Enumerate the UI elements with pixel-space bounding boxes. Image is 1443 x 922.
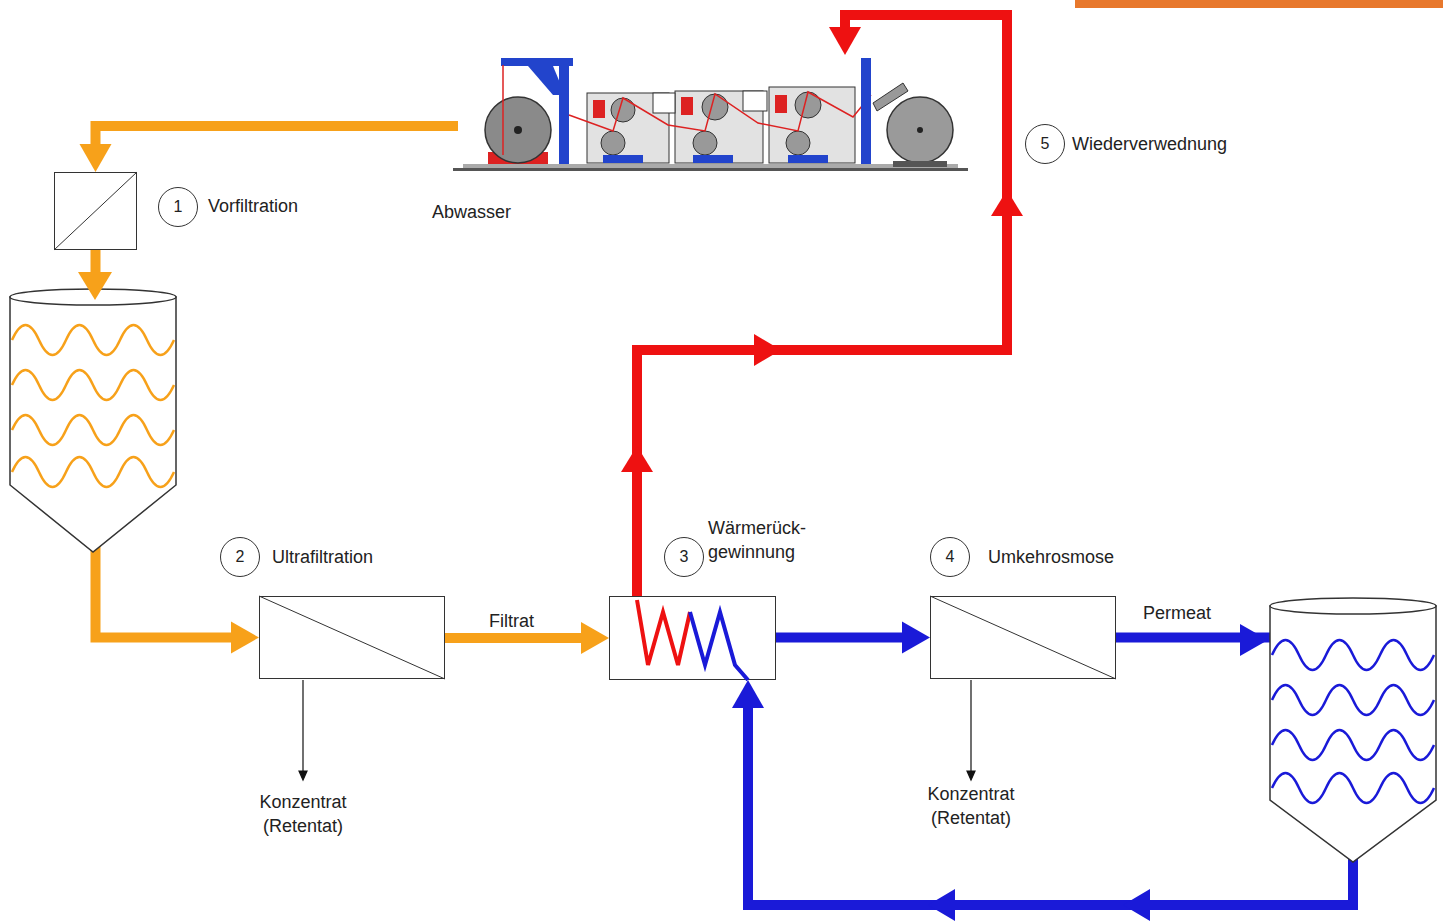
reverse-osmosis-box-art [930, 596, 1116, 679]
tank-blue [1240, 598, 1436, 862]
flow-connector [776, 622, 930, 654]
callout-number: 2 [220, 537, 260, 577]
printing-machine-art [453, 55, 968, 175]
flow-label: Permeat [1141, 602, 1213, 624]
flow-line [96, 126, 454, 146]
node-label: Vorfiltration [208, 194, 298, 218]
node-label: Abwasser [432, 200, 511, 224]
callout-number: 1 [158, 187, 198, 227]
flow-connector [637, 15, 1007, 596]
callout-number: 3 [664, 537, 704, 577]
arrowhead [231, 622, 259, 654]
retentate-label: Konzentrat (Retentat) [247, 790, 359, 838]
arrowhead [581, 622, 609, 654]
callout-number: 4 [930, 537, 970, 577]
arrowhead [732, 680, 764, 708]
heat-exchanger-box-art [609, 596, 776, 680]
tank-orange [10, 272, 176, 552]
ultrafiltration-box-art [259, 596, 445, 679]
node-label: Wärmerück- gewinnung [708, 516, 806, 564]
arrowhead [80, 144, 112, 172]
reuse-label: Wiederverwednung [1072, 132, 1272, 156]
prefilter-box-art [54, 172, 137, 250]
flow-line [776, 633, 904, 643]
flow-line [637, 15, 1007, 596]
flow-line [445, 633, 583, 643]
prefilter-box: 1Vorfiltration [54, 172, 137, 250]
printing-machine: Abwasser [453, 55, 968, 175]
retentate-label: Konzentrat (Retentat) [915, 782, 1027, 830]
node-label: Ultrafiltration [272, 545, 373, 569]
retentate-leader [299, 680, 975, 780]
node-label: Umkehrosmose [988, 545, 1114, 569]
callout-number: 5 [1025, 124, 1065, 164]
flow-connector [80, 126, 454, 172]
arrowhead [902, 622, 930, 654]
arrowhead [829, 27, 861, 55]
ultrafiltration-box: 2Ultrafiltration [259, 596, 445, 679]
reverse-osmosis-box: 4Umkehrosmose [930, 596, 1116, 679]
heat-exchanger-box: 3Wärmerück- gewinnung [609, 596, 776, 680]
flow-label: Filtrat [487, 610, 536, 632]
corner-bar [1075, 0, 1443, 8]
flow-arrowheads [621, 190, 1150, 921]
